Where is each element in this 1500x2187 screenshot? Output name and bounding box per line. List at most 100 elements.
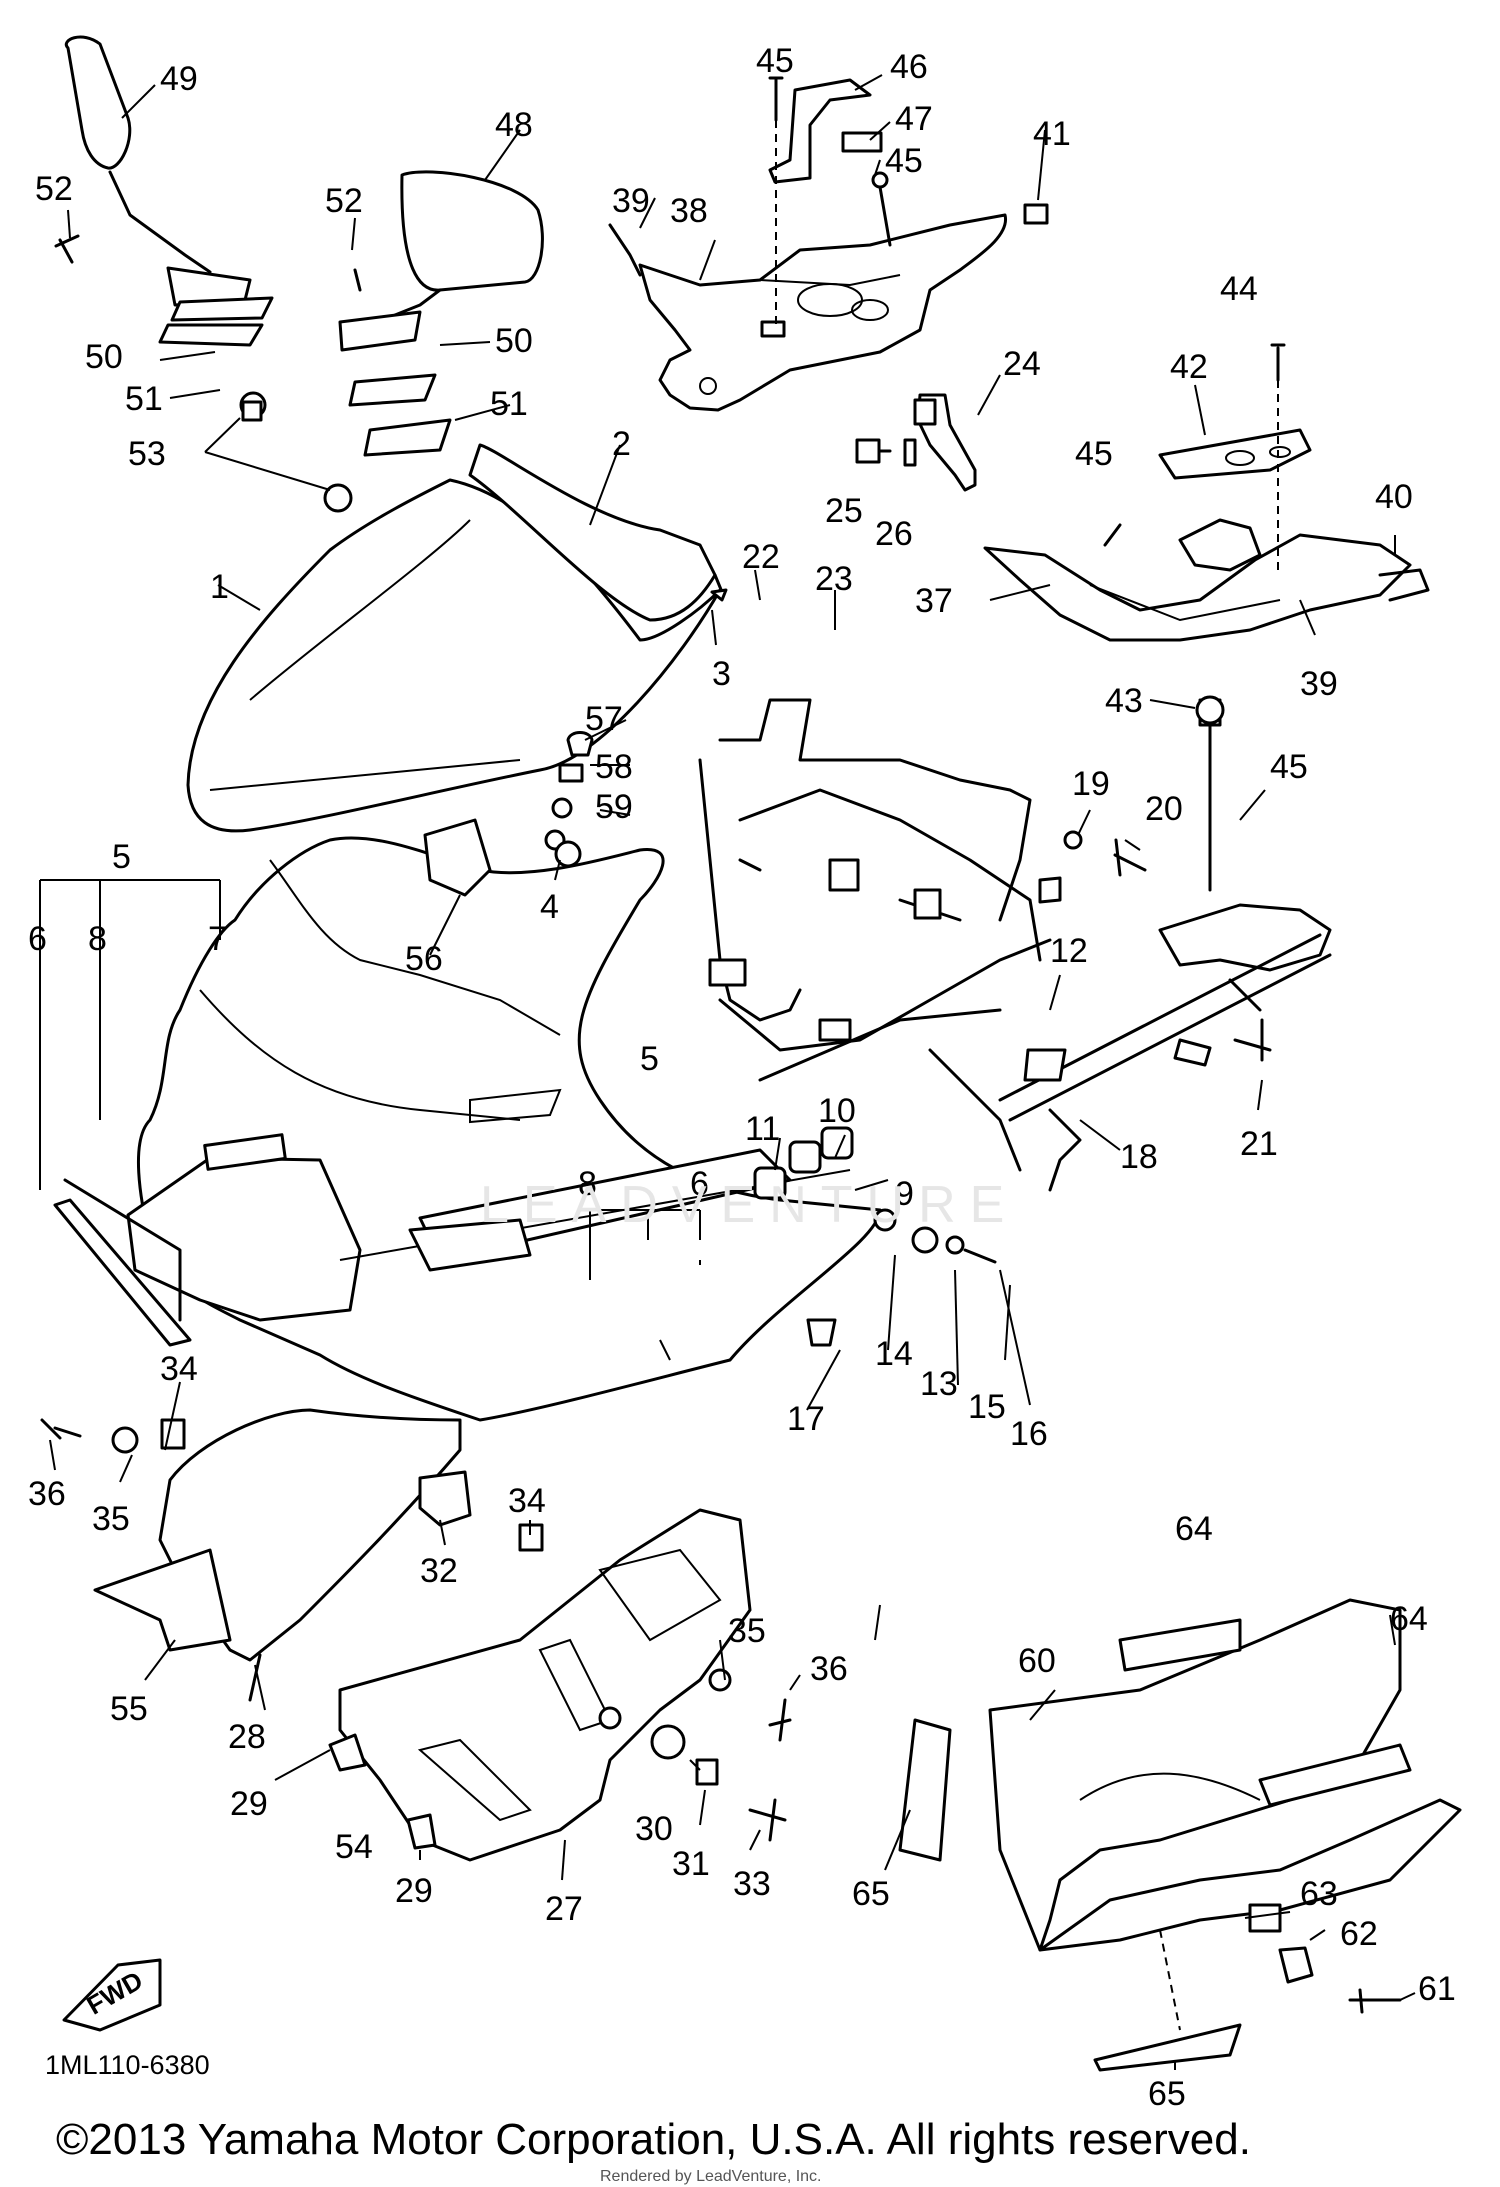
callout-50a: 50 bbox=[85, 338, 123, 376]
rendered-by-note: Rendered by LeadVenture, Inc. bbox=[600, 2168, 822, 2185]
callout-54: 54 bbox=[335, 1828, 373, 1866]
inner-panel-left-part bbox=[40, 1408, 544, 1702]
callout-39a: 39 bbox=[612, 182, 650, 220]
callout-9: 9 bbox=[895, 1175, 914, 1213]
callout-6b: 6 bbox=[690, 1165, 709, 1203]
callout-14: 14 bbox=[875, 1335, 913, 1373]
callout-42: 42 bbox=[1170, 348, 1208, 386]
callout-29b: 29 bbox=[395, 1872, 433, 1910]
callout-52a: 52 bbox=[35, 170, 73, 208]
mirror-bolts bbox=[54, 234, 362, 513]
callout-15: 15 bbox=[968, 1388, 1006, 1426]
callout-51b: 51 bbox=[490, 385, 528, 423]
callout-16: 16 bbox=[1010, 1415, 1048, 1453]
callout-18: 18 bbox=[1120, 1138, 1158, 1176]
callout-27: 27 bbox=[545, 1890, 583, 1928]
callout-65b: 65 bbox=[1148, 2075, 1186, 2113]
callout-39b: 39 bbox=[1300, 665, 1338, 703]
callout-41: 41 bbox=[1033, 115, 1071, 153]
bracket-24-part bbox=[855, 393, 977, 492]
copyright-notice: ©2013 Yamaha Motor Corporation, U.S.A. A… bbox=[56, 2115, 1251, 2164]
bolts-top bbox=[608, 76, 1049, 330]
callout-11: 11 bbox=[745, 1110, 780, 1148]
callout-37: 37 bbox=[915, 582, 953, 620]
callout-33: 33 bbox=[733, 1865, 771, 1903]
callout-51a: 51 bbox=[125, 380, 163, 418]
callout-47: 47 bbox=[895, 100, 933, 138]
left-mirror-part bbox=[64, 35, 274, 347]
callout-26: 26 bbox=[875, 515, 913, 553]
callout-7: 7 bbox=[208, 920, 227, 958]
callout-12: 12 bbox=[1050, 932, 1088, 970]
callout-3: 3 bbox=[712, 655, 731, 693]
callout-63: 63 bbox=[1300, 1875, 1338, 1913]
callout-5b: 5 bbox=[640, 1040, 659, 1078]
callout-34a: 34 bbox=[160, 1350, 198, 1388]
callout-21: 21 bbox=[1240, 1125, 1278, 1163]
callout-45c: 45 bbox=[1075, 435, 1113, 473]
callout-31: 31 bbox=[672, 1845, 710, 1883]
inner-panel-top-part bbox=[638, 213, 1007, 412]
callout-13: 13 bbox=[920, 1365, 958, 1403]
callout-10: 10 bbox=[818, 1092, 856, 1130]
callout-52b: 52 bbox=[325, 182, 363, 220]
leader-lines bbox=[39, 74, 1416, 2070]
callout-59: 59 bbox=[595, 788, 633, 826]
callout-19: 19 bbox=[1072, 765, 1110, 803]
callout-29a: 29 bbox=[230, 1785, 268, 1823]
under-cowling-part bbox=[898, 1598, 1462, 2072]
callout-2: 2 bbox=[612, 425, 631, 463]
callout-36a: 36 bbox=[28, 1475, 66, 1513]
right-mirror-part bbox=[338, 170, 544, 457]
callout-36b: 36 bbox=[810, 1650, 848, 1688]
callout-28: 28 bbox=[228, 1718, 266, 1756]
callout-35b: 35 bbox=[728, 1612, 766, 1650]
callout-22: 22 bbox=[742, 538, 780, 576]
callout-43: 43 bbox=[1105, 682, 1143, 720]
callout-20: 20 bbox=[1145, 790, 1183, 828]
lower-inner-panel-part bbox=[328, 1508, 792, 1862]
callout-60: 60 bbox=[1018, 1642, 1056, 1680]
callout-48: 48 bbox=[495, 106, 533, 144]
callout-35a: 35 bbox=[92, 1500, 130, 1538]
callout-32: 32 bbox=[420, 1552, 458, 1590]
callout-40: 40 bbox=[1375, 478, 1413, 516]
stay-fasteners bbox=[423, 695, 1272, 1347]
callout-64b: 64 bbox=[1390, 1600, 1428, 1638]
callout-50b: 50 bbox=[495, 322, 533, 360]
callout-62: 62 bbox=[1340, 1915, 1378, 1953]
inner-panel-right-part bbox=[983, 343, 1430, 642]
callout-55: 55 bbox=[110, 1690, 148, 1728]
callout-44: 44 bbox=[1220, 270, 1258, 308]
callout-4: 4 bbox=[540, 888, 559, 926]
callout-53: 53 bbox=[128, 435, 166, 473]
callout-45b: 45 bbox=[885, 142, 923, 180]
callout-30: 30 bbox=[635, 1810, 673, 1848]
callout-65a: 65 bbox=[852, 1875, 890, 1913]
forward-direction-marker: FWD bbox=[62, 1958, 162, 2032]
bracket-46-part bbox=[768, 78, 883, 184]
callout-6a: 6 bbox=[28, 920, 47, 958]
callout-64a: 64 bbox=[1175, 1510, 1213, 1548]
callout-49: 49 bbox=[160, 60, 198, 98]
windscreen-part bbox=[186, 443, 728, 833]
upper-cowling-part bbox=[53, 836, 882, 1422]
fairing-stay-part bbox=[698, 698, 1332, 1192]
callout-45a: 45 bbox=[756, 42, 794, 80]
callout-45d: 45 bbox=[1270, 748, 1308, 786]
callout-58: 58 bbox=[595, 748, 633, 786]
callout-61: 61 bbox=[1418, 1970, 1456, 2008]
watermark-text: LEADVENTURE bbox=[480, 1176, 1019, 1234]
callout-56: 56 bbox=[405, 940, 443, 978]
callout-8a: 8 bbox=[88, 920, 107, 958]
callout-labels: 49 48 52 52 50 51 50 51 53 1 2 3 39 38 4… bbox=[28, 42, 1456, 2113]
callout-25: 25 bbox=[825, 492, 863, 530]
callout-8b: 8 bbox=[578, 1165, 597, 1203]
callout-24: 24 bbox=[1003, 345, 1041, 383]
callout-23: 23 bbox=[815, 560, 853, 598]
callout-57: 57 bbox=[585, 700, 623, 738]
diagram-code: 1ML110-6380 bbox=[45, 2050, 210, 2080]
callout-17: 17 bbox=[787, 1400, 825, 1438]
callout-34b: 34 bbox=[508, 1482, 546, 1520]
